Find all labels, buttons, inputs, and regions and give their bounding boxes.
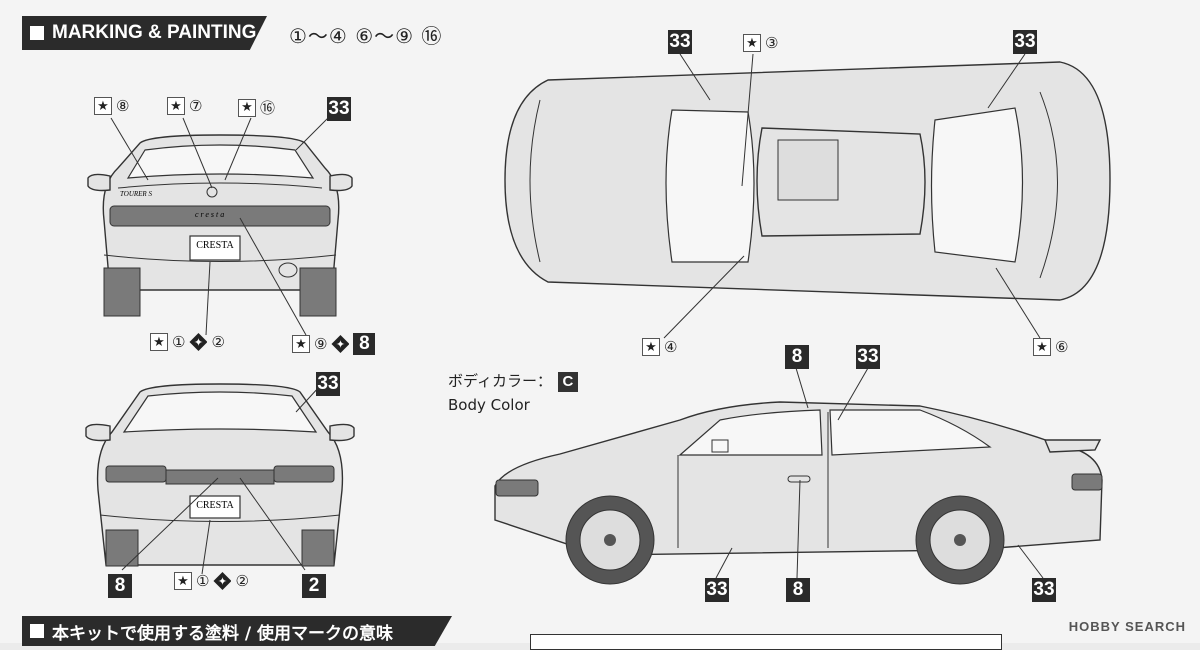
rear-tag-8: ★⑧ (94, 97, 129, 115)
side-paint-box-33-bottom-right: 33 (1032, 578, 1056, 602)
section-header-marking: MARKING & PAINTING (22, 16, 267, 50)
rear-paint-box-33: 33 (327, 97, 351, 121)
top-paint-box-33-left: 33 (668, 30, 692, 54)
decal-diamond-icon: ✦ (331, 335, 350, 353)
top-tag-4: ★④ (642, 338, 677, 356)
body-color-code: C (557, 371, 578, 392)
rear-emblem-text: cresta (195, 210, 227, 219)
rear-license-plate: CRESTA (196, 240, 234, 251)
star-icon: ★ (743, 34, 761, 52)
rear-tag-7: ★⑦ (167, 97, 202, 115)
star-icon: ★ (642, 338, 660, 356)
side-paint-box-8-top: 8 (785, 345, 809, 369)
star-icon: ★ (94, 97, 112, 115)
star-icon: ★ (292, 335, 310, 353)
star-icon: ★ (150, 333, 168, 351)
watermark: HOBBY SEARCH (1068, 619, 1186, 634)
top-paint-box-33-right: 33 (1013, 30, 1037, 54)
body-color-legend: ボディカラー： C Body Color (448, 369, 578, 417)
star-icon: ★ (238, 98, 256, 117)
rear-paint-box-8: 8 (353, 333, 376, 355)
side-view-drawing (494, 367, 1103, 585)
star-icon: ★ (174, 572, 192, 590)
section-title: MARKING & PAINTING (52, 22, 257, 43)
top-view-drawing (504, 53, 1111, 339)
paints-section-title: 本キットで使用する塗料 / 使用マークの意味 (52, 623, 394, 644)
decal-diamond-icon: ✦ (213, 572, 232, 590)
body-color-label-jp: ボディカラー： (448, 372, 552, 390)
body-color-label-en: Body Color (448, 396, 530, 414)
front-license-plate: CRESTA (196, 500, 234, 511)
step-numbers: ①～④ ⑥～⑨ ⑯ (289, 24, 443, 48)
rear-badge-text: TOURER S (120, 190, 152, 198)
star-icon: ★ (167, 97, 185, 115)
front-paint-box-33: 33 (316, 372, 340, 396)
front-tag-bottom: ★① ✦② (174, 572, 249, 590)
side-paint-box-33-top: 33 (856, 345, 880, 369)
side-paint-box-33-bottom-left: 33 (705, 578, 729, 602)
rear-tag-bottom-left: ★① ✦② (150, 333, 225, 351)
rear-tag-16: ★⑯ (238, 97, 275, 118)
paint-table-top-edge (530, 634, 1002, 650)
front-view-drawing (85, 383, 355, 575)
front-paint-box-8: 8 (108, 574, 132, 598)
section-header-paints: 本キットで使用する塗料 / 使用マークの意味 (22, 616, 452, 646)
header-square-icon (30, 26, 44, 40)
top-tag-3: ★③ (743, 34, 778, 52)
rear-view-drawing (87, 117, 353, 336)
header-square-icon (30, 624, 44, 638)
front-paint-box-2: 2 (302, 574, 326, 598)
decal-diamond-icon: ✦ (189, 333, 208, 351)
rear-tag-bottom-right: ★⑨ ✦ 8 (292, 333, 376, 355)
top-tag-6: ★⑥ (1033, 338, 1068, 356)
star-icon: ★ (1033, 338, 1051, 356)
side-paint-box-8-bottom: 8 (786, 578, 810, 602)
